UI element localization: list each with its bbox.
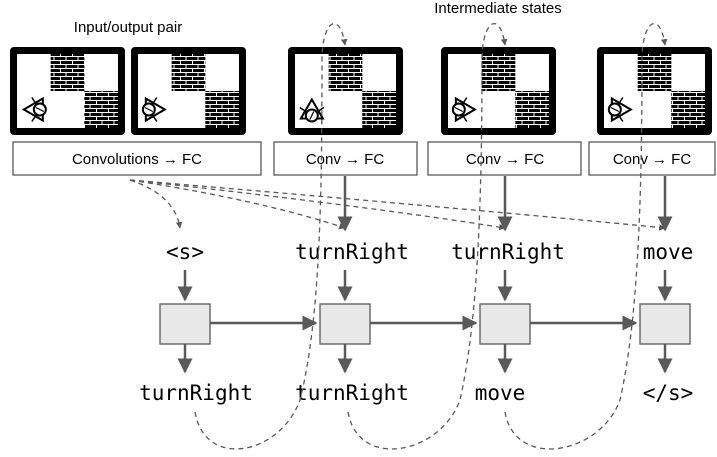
encoder-4: Conv → FC xyxy=(588,141,716,176)
agent-icon xyxy=(21,96,47,123)
encoder-2-label: Conv → FC xyxy=(306,151,385,168)
wall-tile xyxy=(328,54,363,91)
rnn-cell-3 xyxy=(479,303,531,345)
encoder-3-label: Conv → FC xyxy=(466,151,545,168)
agent-icon xyxy=(299,97,325,123)
wall-tile xyxy=(205,91,239,128)
wall-tile xyxy=(671,91,705,128)
input-token-3: turnRight xyxy=(451,240,565,264)
agent-icon xyxy=(451,96,477,123)
encoder-first-label: Convolutions → FC xyxy=(72,151,202,168)
encoder-to-token-arrows xyxy=(337,176,673,232)
dashed-connections xyxy=(129,179,666,231)
wall-tile xyxy=(171,54,206,91)
input-output-pair-label: Input/output pair xyxy=(74,19,182,36)
output-token-3: move xyxy=(475,381,526,405)
rnn-cell-4 xyxy=(639,303,691,345)
grid-state-4 xyxy=(441,47,556,135)
encoder-4-label: Conv → FC xyxy=(613,151,692,168)
token-to-cell-arrows xyxy=(177,270,673,302)
rnn-cell-1 xyxy=(159,303,211,345)
wall-tile xyxy=(50,54,85,91)
input-token-1: <s> xyxy=(166,240,204,264)
grid-state-5 xyxy=(597,47,712,135)
intermediate-states-label: Intermediate states xyxy=(434,0,562,17)
encoder-3: Conv → FC xyxy=(427,141,582,176)
input-token-4: move xyxy=(643,240,694,264)
output-token-1: turnRight xyxy=(139,381,253,405)
wall-tile xyxy=(481,54,516,91)
wall-tile xyxy=(362,91,396,128)
output-token-2: turnRight xyxy=(295,381,409,405)
grid-state-2 xyxy=(131,47,246,135)
input-token-2: turnRight xyxy=(295,240,409,264)
grid-states xyxy=(10,47,712,135)
output-token-4: </s> xyxy=(643,381,694,405)
encoder-2: Conv → FC xyxy=(273,141,418,176)
state-update-loops xyxy=(194,22,668,450)
cell-to-output-arrows xyxy=(177,344,673,374)
agent-icon xyxy=(607,96,633,123)
rnn-cell-2 xyxy=(319,303,371,345)
encoder-first: Convolutions → FC xyxy=(12,141,262,176)
grid-state-3 xyxy=(288,47,403,135)
agent-icon xyxy=(141,96,167,123)
wall-tile xyxy=(515,91,549,128)
wall-tile xyxy=(84,91,118,128)
wall-tile xyxy=(637,54,672,91)
grid-state-1 xyxy=(10,47,125,135)
